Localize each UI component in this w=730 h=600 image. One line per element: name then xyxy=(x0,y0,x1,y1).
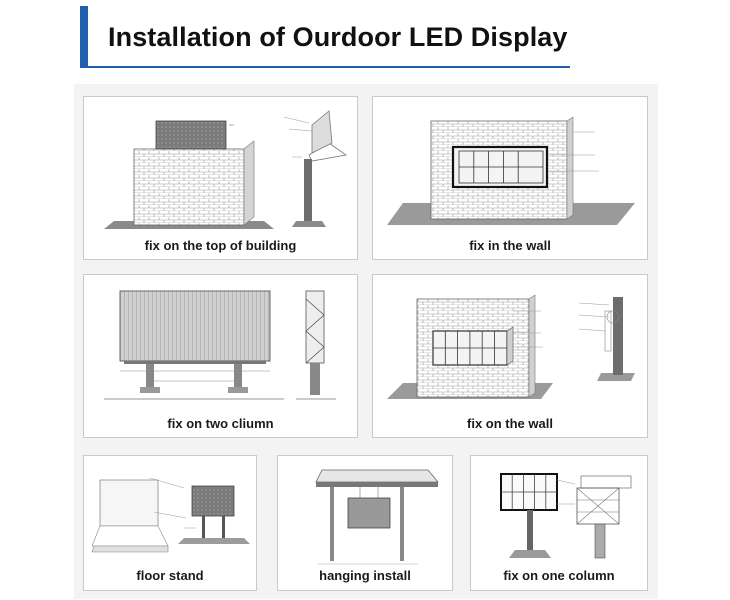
card-caption: hanging install xyxy=(319,568,411,583)
card-caption: floor stand xyxy=(136,568,204,583)
card-hanging-install: hanging install xyxy=(277,455,453,591)
two-column-illustration xyxy=(104,290,336,400)
card-caption: fix on the wall xyxy=(467,416,553,431)
title-underline xyxy=(80,66,570,68)
floor-stand-illustration xyxy=(91,477,250,553)
card-caption: fix in the wall xyxy=(469,238,551,253)
title-accent-bar xyxy=(80,6,88,66)
in-the-wall-illustration xyxy=(387,116,635,225)
one-column-illustration xyxy=(500,473,632,559)
card-two-column: fix on two cliumn xyxy=(83,274,358,438)
card-in-the-wall: fix in the wall xyxy=(372,96,648,260)
card-top-of-building: fix on the top of building xyxy=(83,96,358,260)
card-caption: fix on two cliumn xyxy=(167,416,274,431)
card-on-the-wall: fix on the wall xyxy=(372,274,648,438)
on-the-wall-illustration xyxy=(387,294,635,399)
card-caption: fix on one column xyxy=(503,568,615,583)
card-floor-stand: floor stand xyxy=(83,455,257,591)
top-of-building-illustration xyxy=(104,110,348,229)
page-title: Installation of Ourdoor LED Display xyxy=(108,22,568,52)
hanging-install-illustration xyxy=(315,469,439,565)
card-one-column: fix on one column xyxy=(470,455,648,591)
card-caption: fix on the top of building xyxy=(144,238,297,253)
